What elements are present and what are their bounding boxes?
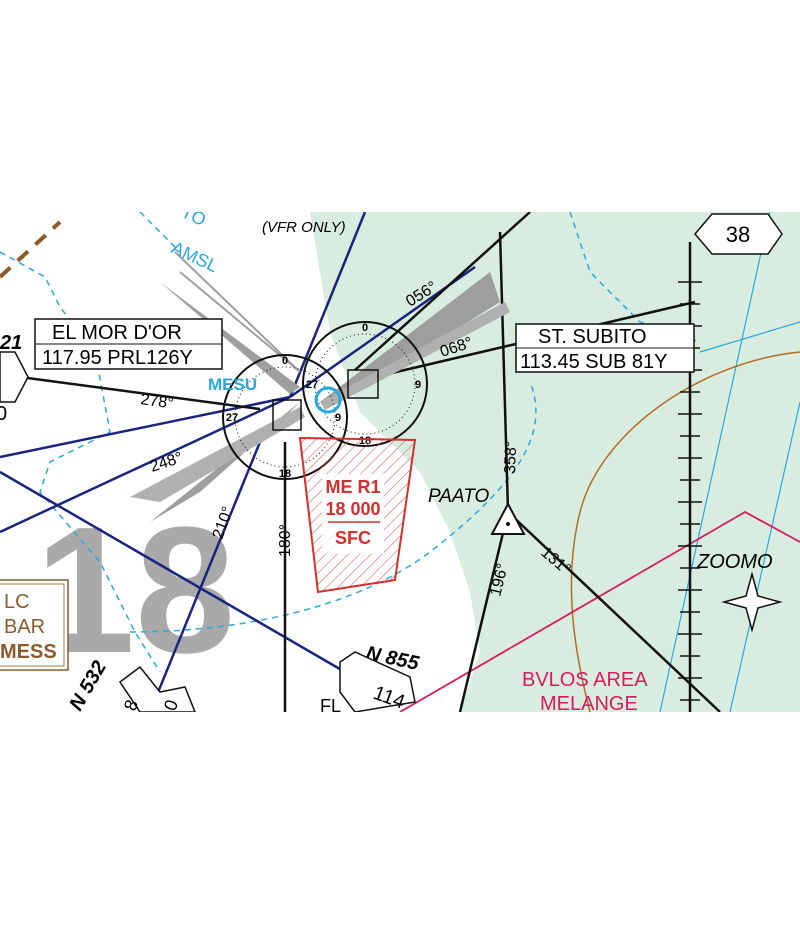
svg-text:0: 0 — [282, 355, 288, 367]
vfr-only-label: (VFR ONLY) — [262, 219, 346, 236]
svg-text:278°: 278° — [139, 391, 174, 412]
svg-text:27: 27 — [226, 412, 238, 424]
brown-curve — [570, 351, 800, 713]
radial-line — [19, 375, 261, 411]
aeronautical-chart: 18 BVLOS AREA MELANGE — [0, 201, 800, 716]
paato-label: PAATO — [428, 486, 489, 507]
zoomo-star-icon[interactable] — [721, 571, 783, 633]
bvlos-area-label-2: MELANGE — [540, 693, 638, 712]
navaid-frequency: 117.95 PRL126Y — [42, 347, 193, 369]
thin-blue-line — [699, 321, 800, 353]
svg-text:FL: FL — [320, 696, 341, 712]
restricted-area-lower: SFC — [335, 528, 371, 548]
svg-text:9: 9 — [415, 379, 421, 391]
navaid-name: EL MOR D'OR — [52, 322, 182, 344]
svg-text:0: 0 — [362, 322, 368, 334]
svg-text:BAR: BAR — [4, 616, 45, 638]
paato-waypoint[interactable] — [490, 501, 526, 535]
top-fragment: TO — [178, 212, 209, 230]
brown-info-box: LC BAR MESS — [0, 579, 69, 671]
zoomo-label: ZOOMO — [696, 551, 773, 573]
airway-line — [0, 395, 291, 534]
navaid-frequency: 113.45 SUB 81Y — [520, 351, 668, 373]
svg-text:0: 0 — [0, 403, 7, 425]
airway-line — [148, 441, 262, 713]
airway-line — [288, 211, 367, 398]
mea-hexagon-38: 38 — [694, 213, 783, 255]
brown-dashed-line — [0, 220, 62, 279]
restricted-area-name: ME R1 — [325, 477, 380, 497]
airspace-boundary — [139, 211, 181, 253]
airspace-boundary — [0, 251, 161, 673]
radial-line — [458, 511, 510, 713]
bvlos-area-boundary — [399, 510, 800, 713]
airway-label-n855[interactable]: N 855 114 FL — [320, 642, 422, 716]
svg-text:9: 9 — [335, 412, 341, 424]
navaid-box-st-subito[interactable]: ST. SUBITO 113.45 SUB 81Y — [515, 323, 695, 373]
svg-text:27: 27 — [306, 379, 318, 391]
svg-text:180°: 180° — [277, 524, 294, 557]
restricted-area[interactable]: ME R1 18 000 SFC — [298, 436, 417, 594]
svg-text:MESS: MESS — [0, 641, 57, 663]
navaid-box-el-mor-dor[interactable]: EL MOR D'OR 117.95 PRL126Y — [34, 318, 223, 370]
thin-blue-line — [729, 401, 800, 713]
airway-line — [0, 470, 346, 674]
airspace-boundary — [129, 381, 537, 633]
radial-line — [498, 231, 510, 513]
svg-text:LC: LC — [4, 591, 30, 613]
thin-blue-line — [659, 211, 771, 713]
navaid-name: ST. SUBITO — [538, 326, 647, 348]
svg-text:358°: 358° — [502, 440, 520, 474]
vor-icon[interactable] — [314, 386, 342, 414]
restricted-area-upper: 18 000 — [325, 499, 380, 519]
compass-rose-left: 0 9 18 27 — [222, 354, 348, 480]
mesu-label: MESU — [208, 375, 257, 394]
svg-text:21: 21 — [0, 332, 22, 354]
svg-text:18: 18 — [279, 468, 291, 480]
holding-arrows — [130, 251, 510, 522]
svg-text:38: 38 — [726, 222, 750, 247]
bvlos-area-label: BVLOS AREA — [522, 669, 648, 691]
mea-hexagon-left: 21 0 — [0, 332, 29, 425]
